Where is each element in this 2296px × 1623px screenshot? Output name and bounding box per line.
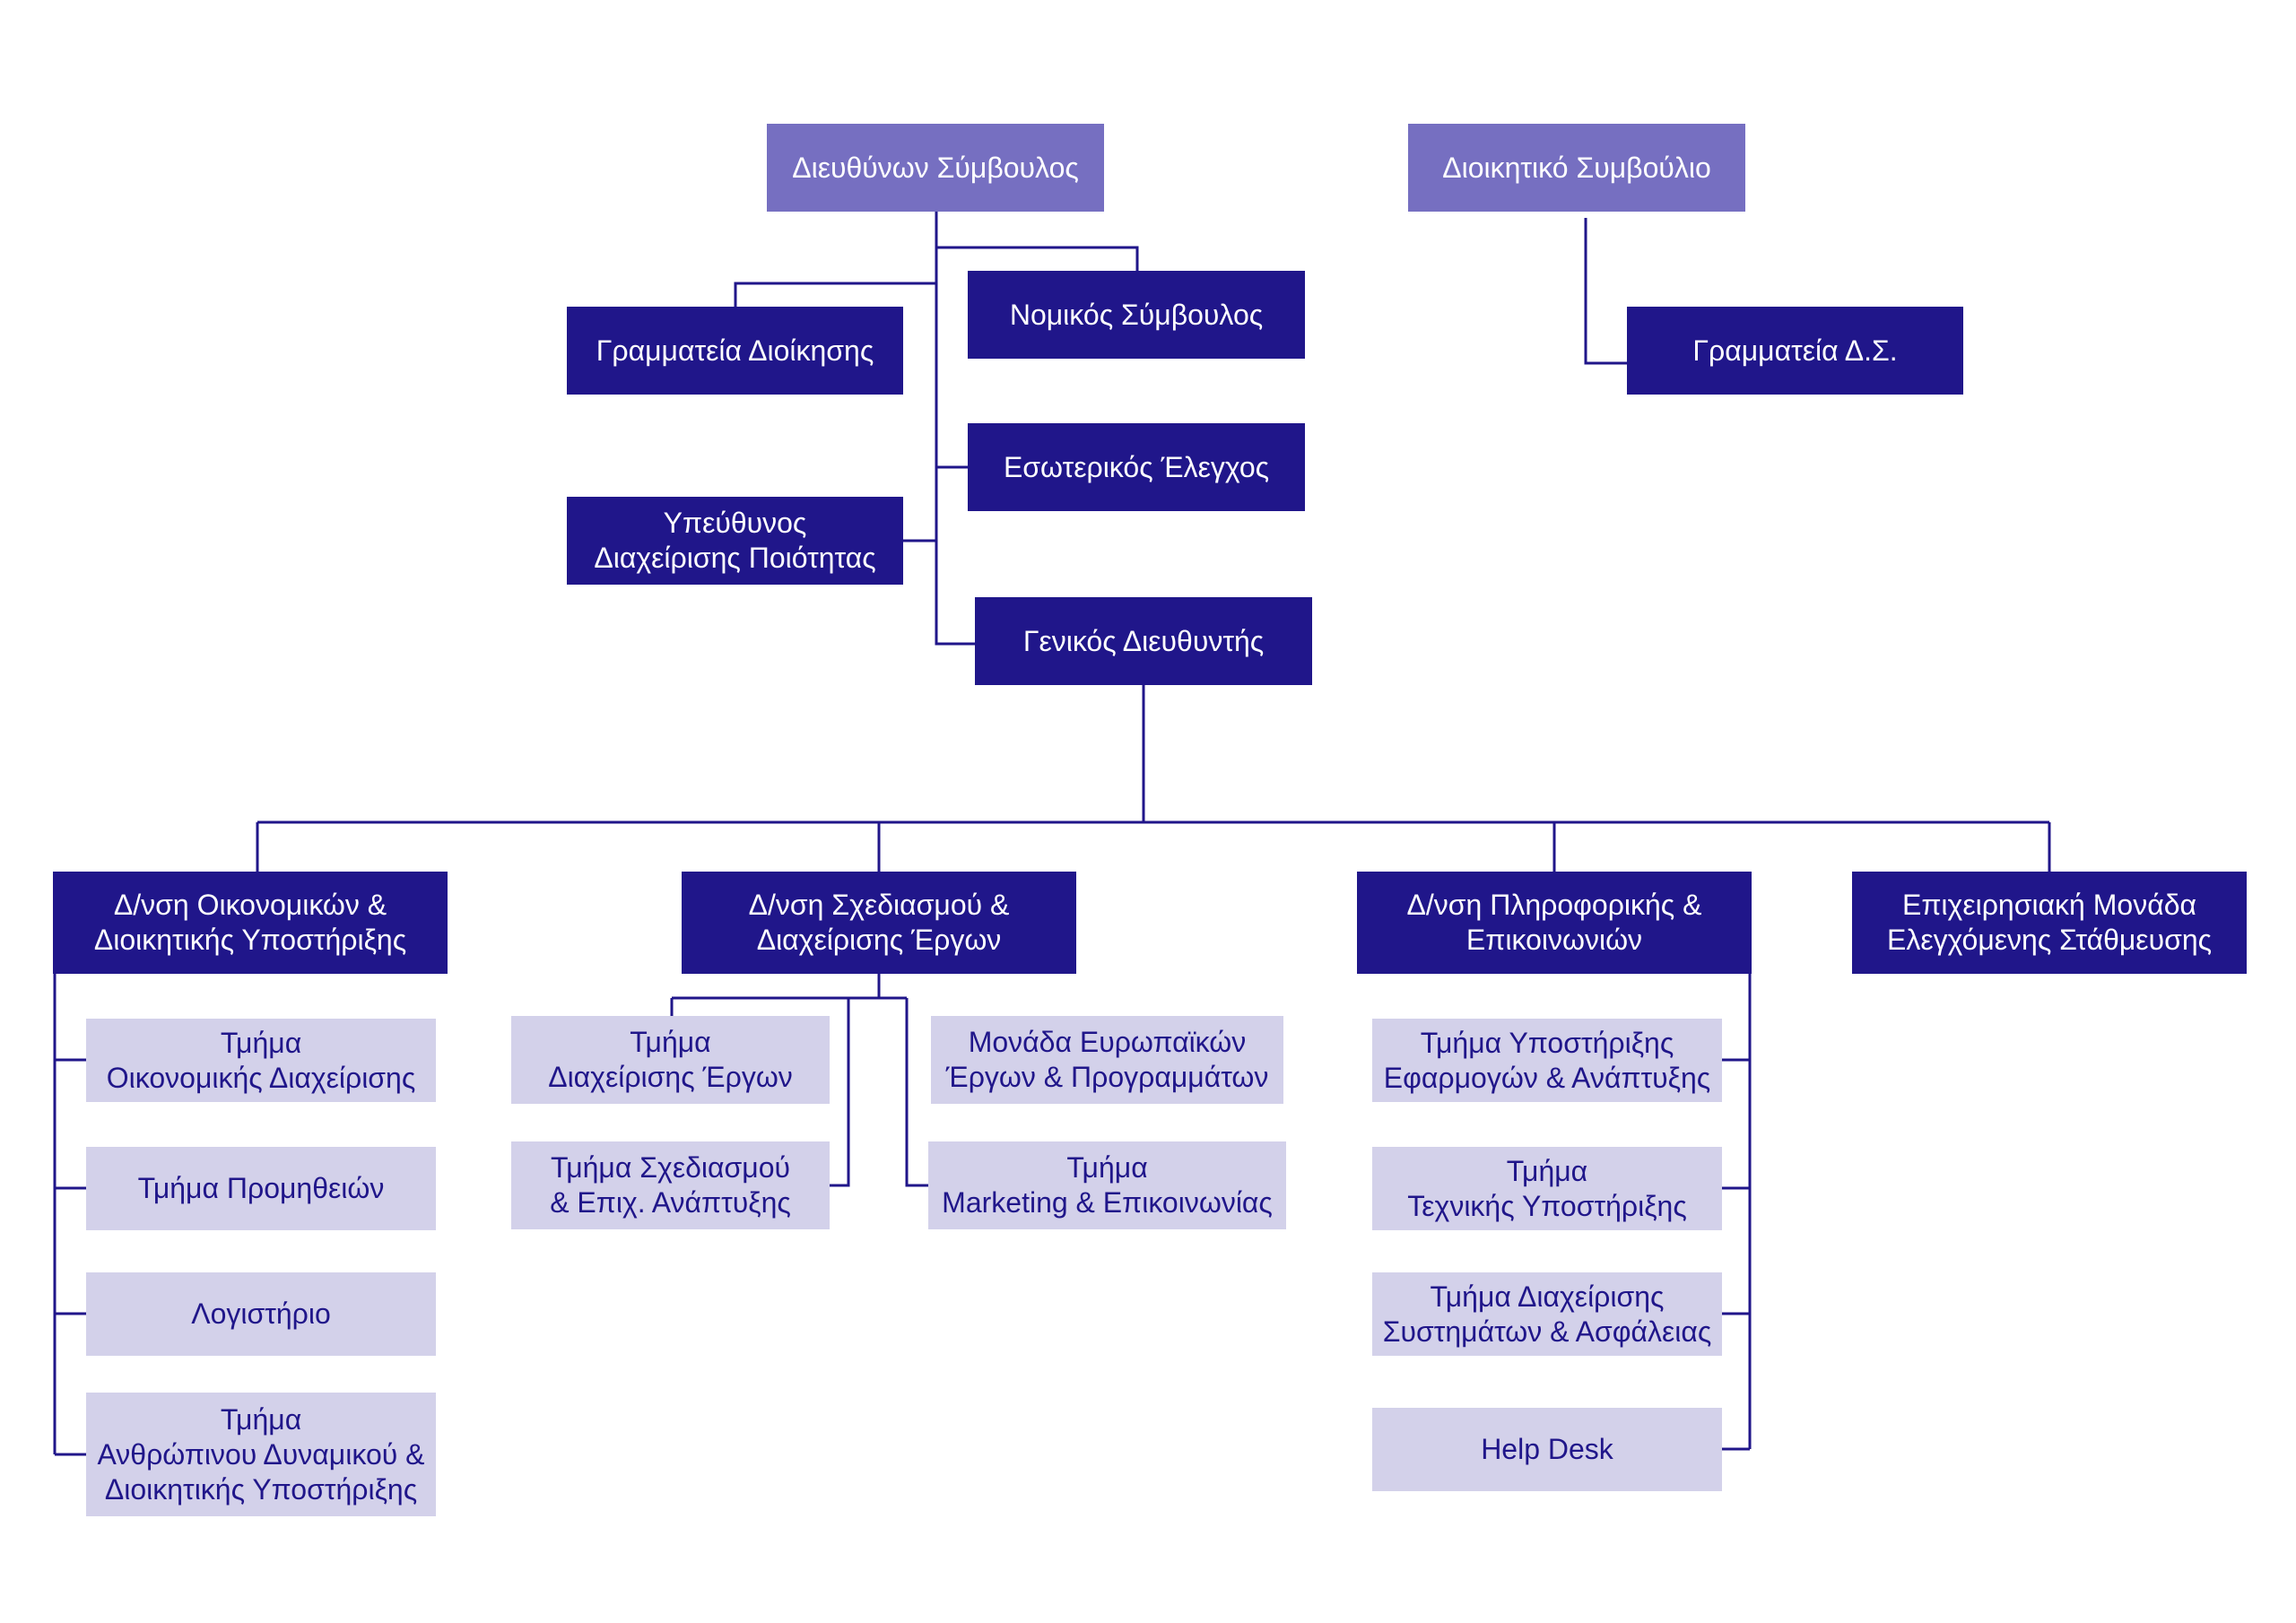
node-internal-audit: Εσωτερικός Έλεγχος	[968, 423, 1305, 511]
node-planning-directorate: Δ/νση Σχεδιασμού & Διαχείρισης Έργων	[682, 872, 1076, 974]
node-admin-secretariat: Γραμματεία Διοίκησης	[567, 307, 903, 395]
connector-line	[935, 212, 975, 646]
node-board: Διοικητικό Συμβούλιο	[1408, 124, 1745, 212]
node-tech-support-dept: Τμήμα Τεχνικής Υποστήριξης	[1372, 1147, 1722, 1230]
node-legal-advisor: Νομικός Σύμβουλος	[968, 271, 1305, 359]
node-procurement-dept: Τμήμα Προμηθειών	[86, 1147, 436, 1230]
node-ceo: Διευθύνων Σύμβουλος	[767, 124, 1104, 212]
node-eu-projects-unit: Μονάδα Ευρωπαϊκών Έργων & Προγραμμάτων	[931, 1016, 1283, 1104]
connector-line	[936, 246, 1139, 271]
node-general-manager: Γενικός Διευθυντής	[975, 597, 1312, 685]
connector-line	[830, 998, 850, 1187]
node-financial-management-dept: Τμήμα Οικονομικής Διαχείρισης	[86, 1019, 436, 1102]
node-project-management-dept: Τμήμα Διαχείρισης Έργων	[511, 1016, 830, 1104]
node-app-support-dept: Τμήμα Υποστήριξης Εφαρμογών & Ανάπτυξης	[1372, 1019, 1722, 1102]
connector-line	[1584, 218, 1627, 365]
node-it-directorate: Δ/νση Πληροφορικής & Επικοινωνιών	[1357, 872, 1752, 974]
node-quality-manager: Υπεύθυνος Διαχείρισης Ποιότητας	[567, 497, 903, 585]
node-finance-directorate: Δ/νση Οικονομικών & Διοικητικής Υποστήρι…	[53, 872, 448, 974]
node-board-secretariat: Γραμματεία Δ.Σ.	[1627, 307, 1963, 395]
node-accounting: Λογιστήριο	[86, 1272, 436, 1356]
connector-line	[734, 282, 936, 307]
node-parking-unit: Επιχειρησιακή Μονάδα Ελεγχόμενης Στάθμευ…	[1852, 872, 2247, 974]
node-marketing-dept: Τμήμα Marketing & Επικοινωνίας	[928, 1141, 1286, 1229]
node-planning-development-dept: Τμήμα Σχεδιασμού & Επιχ. Ανάπτυξης	[511, 1141, 830, 1229]
node-systems-security-dept: Τμήμα Διαχείρισης Συστημάτων & Ασφάλειας	[1372, 1272, 1722, 1356]
connector-line	[905, 998, 928, 1187]
node-hr-dept: Τμήμα Ανθρώπινου Δυναμικού & Διοικητικής…	[86, 1393, 436, 1516]
node-help-desk: Help Desk	[1372, 1408, 1722, 1491]
